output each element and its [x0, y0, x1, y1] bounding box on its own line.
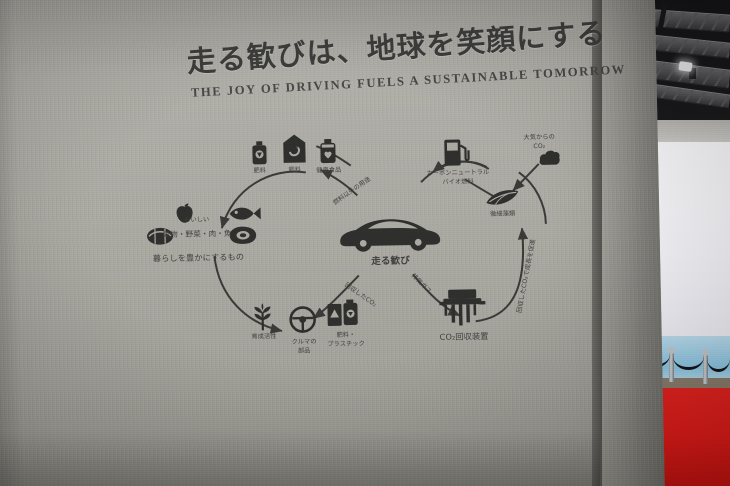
arrow-exhaust — [412, 273, 461, 317]
label-carbon-neutral: カーボンニュートラル — [426, 168, 490, 178]
arrow-other-uses — [320, 169, 358, 197]
label-delicious: おいしい — [184, 216, 210, 224]
arrow-products-to-food — [219, 170, 306, 229]
rope-barrier — [673, 354, 704, 370]
meat-icon — [229, 226, 257, 244]
label-joy-of-driving: 走る歓び — [371, 255, 411, 268]
label-health-food: 健康食品 — [316, 166, 342, 175]
microalgae-icon — [486, 190, 519, 205]
label-feed: 飼料 — [288, 166, 302, 174]
chicken-feed-icon — [283, 134, 306, 163]
wall-floor-shadow — [0, 430, 600, 486]
label-fertilizer-plastic-line1: 肥料・ — [336, 331, 356, 339]
stanchion-ball — [702, 349, 709, 356]
wall-edge — [592, 0, 602, 486]
fertilizer-plastic-icon — [327, 299, 358, 327]
spotlight-housing — [689, 68, 696, 79]
health-food-bottle-icon — [320, 138, 336, 164]
fish-icon — [229, 207, 261, 220]
label-fertilizer: 肥料 — [253, 167, 267, 175]
diagram-arrows — [213, 145, 547, 334]
wheat-sprout-icon — [254, 303, 271, 331]
label-food-items: 果物・野菜・肉・魚 — [162, 228, 232, 240]
arrow-fuel-to-car — [432, 160, 490, 173]
apple-icon — [176, 203, 193, 223]
stanchion-post — [669, 352, 674, 382]
arrow-captured-co2-left — [313, 274, 360, 320]
car-icon — [340, 219, 441, 252]
label-microalgae: 微細藻類 — [490, 210, 516, 218]
label-from-atmosphere: 大気からの — [523, 133, 556, 142]
steering-wheel-icon — [289, 306, 316, 333]
label-co2: CO₂ — [533, 142, 546, 151]
stanchion-post — [703, 354, 708, 384]
co2-capture-device-icon — [439, 289, 486, 326]
carbon-cycle-diagram: 肥料 飼料 健康食品 燃料以外の用途 — [120, 121, 595, 380]
arrow-food-to-materials — [213, 256, 283, 334]
label-co2-capture-device: CO₂回収装置 — [439, 330, 489, 342]
fuel-pump-icon — [444, 139, 470, 166]
label-biofuel: バイオ燃料 — [442, 178, 474, 186]
label-growth-activation: 育成活性 — [251, 333, 277, 341]
co2-cloud-icon — [539, 150, 560, 165]
fertilizer-bottle-icon — [252, 141, 267, 165]
spotlight-icon — [678, 61, 693, 72]
arrow-right-outer — [518, 171, 547, 224]
arrow-growth-promotion — [475, 227, 529, 323]
arrow-atmosphere-to-algae — [512, 163, 540, 192]
vegetable-icon — [147, 227, 174, 245]
rope-barrier — [707, 356, 730, 372]
stanchion-ball — [668, 347, 675, 354]
label-fertilizer-plastic-line2: プラスチック — [327, 340, 366, 349]
